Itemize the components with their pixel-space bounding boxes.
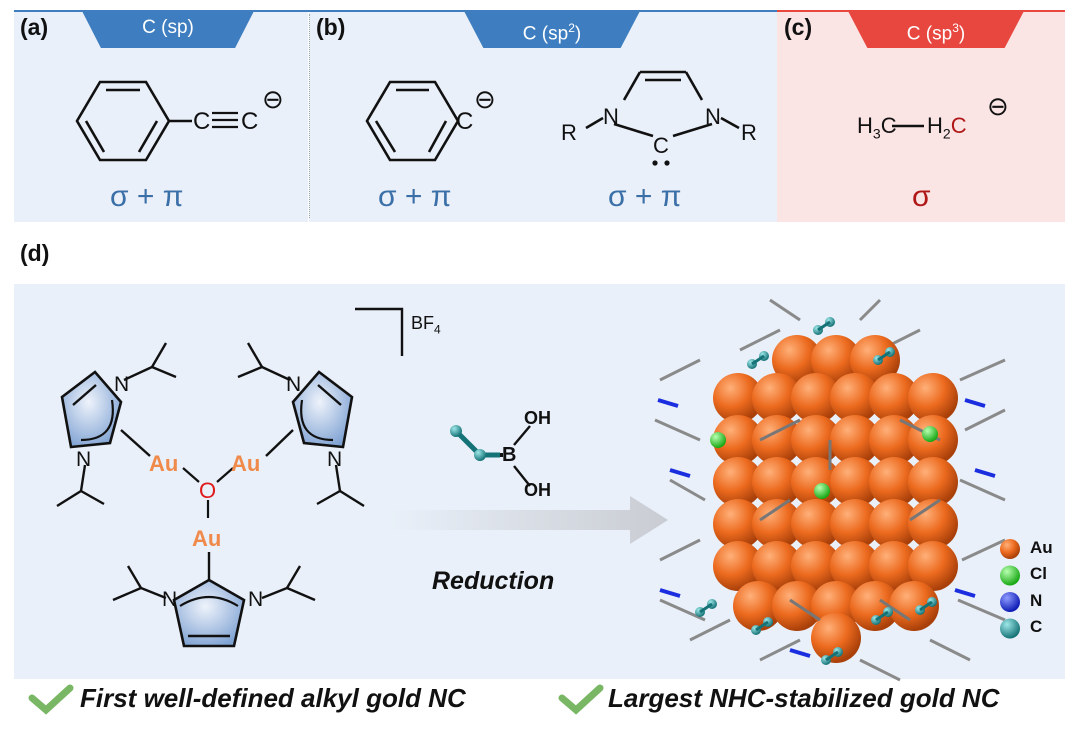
counterion: BF4: [411, 313, 441, 337]
tab-sp: C (sp): [82, 11, 254, 48]
atom-ch2: H2C: [927, 113, 967, 142]
check-icon-right: [558, 684, 604, 715]
atom-au-right: Au: [231, 451, 261, 476]
atom-n-3: N: [286, 373, 302, 396]
panel-ab-topline: [14, 10, 777, 12]
legend-sphere-au: [1000, 539, 1020, 559]
atom-n-4: N: [327, 448, 343, 471]
legend-sphere-n: [1000, 592, 1020, 612]
legend-label-au: Au: [1030, 538, 1053, 557]
atom-n-1: N: [114, 373, 130, 396]
tab-sp3: C (sp3): [848, 11, 1024, 48]
atom-o: O: [199, 478, 217, 503]
claim-nhc: Largest NHC-stabilized gold NC: [608, 683, 1000, 713]
charge-a: ⊖: [262, 84, 284, 114]
r-group-right: R: [741, 120, 757, 145]
legend-sphere-c: [1000, 618, 1020, 639]
reaction-label: Reduction: [432, 567, 555, 595]
atom-au-bottom: Au: [192, 526, 222, 551]
legend-label-cl: Cl: [1030, 564, 1047, 583]
charge-c: ⊖: [987, 91, 1009, 121]
benzene-ring-a: [75, 80, 192, 162]
atom-n-left: N: [603, 104, 619, 129]
triple-bond: [212, 111, 238, 129]
atom-c-alkyne-2: C: [241, 108, 259, 135]
phenyl-anion-ring: [365, 80, 460, 162]
legend-label-n: N: [1030, 591, 1043, 610]
counterion-bracket: [355, 307, 404, 356]
reagent-boron: B: [502, 444, 517, 466]
atom-n-5: N: [162, 588, 178, 611]
reagent-oh-bottom: OH: [524, 480, 551, 500]
atom-ch3: H3C: [857, 113, 897, 142]
panel-a-label: (a): [20, 14, 49, 40]
nhc-ring-left: [56, 342, 177, 508]
atom-au-left: Au: [149, 451, 179, 476]
bonding-label-b-right: σ + π: [608, 180, 682, 213]
carbene-lone-pair: [652, 160, 670, 166]
atom-c-carbene: C: [653, 133, 669, 158]
atom-n-6: N: [248, 588, 264, 611]
legend-label-c: C: [1030, 617, 1043, 636]
legend-sphere-cl: [1000, 565, 1020, 586]
tab-sp2: C (sp2): [464, 11, 640, 48]
reagent-oh-top: OH: [524, 408, 551, 428]
reaction-arrow: [390, 496, 668, 544]
bonding-label-b-left: σ + π: [378, 180, 452, 213]
legend-spheres: [1000, 539, 1020, 639]
nhc-ring-right: [237, 342, 365, 508]
nhc-ring-bottom: [112, 552, 316, 648]
r-group-left: R: [561, 120, 577, 145]
claim-alkyl: First well-defined alkyl gold NC: [80, 683, 466, 713]
panel-c-label: (c): [784, 14, 813, 40]
free-carbene-ring: [585, 70, 740, 138]
atom-n-right: N: [705, 104, 721, 129]
check-icon-left: [28, 684, 74, 715]
bonding-label-a: σ + π: [110, 180, 184, 213]
panel-divider: [309, 14, 310, 218]
reagent-boronic-acid: [450, 425, 531, 487]
au-o-bonds: [182, 467, 234, 518]
panel-d-label: (d): [20, 240, 50, 266]
charge-b: ⊖: [474, 84, 496, 114]
atom-n-2: N: [76, 448, 92, 471]
panel-b-label: (b): [316, 14, 346, 40]
atom-c-alkyne-1: C: [193, 108, 211, 135]
gold-nanocluster: [654, 298, 1006, 682]
atom-c-phenyl: C: [456, 108, 474, 135]
bonding-label-c: σ: [912, 180, 931, 213]
